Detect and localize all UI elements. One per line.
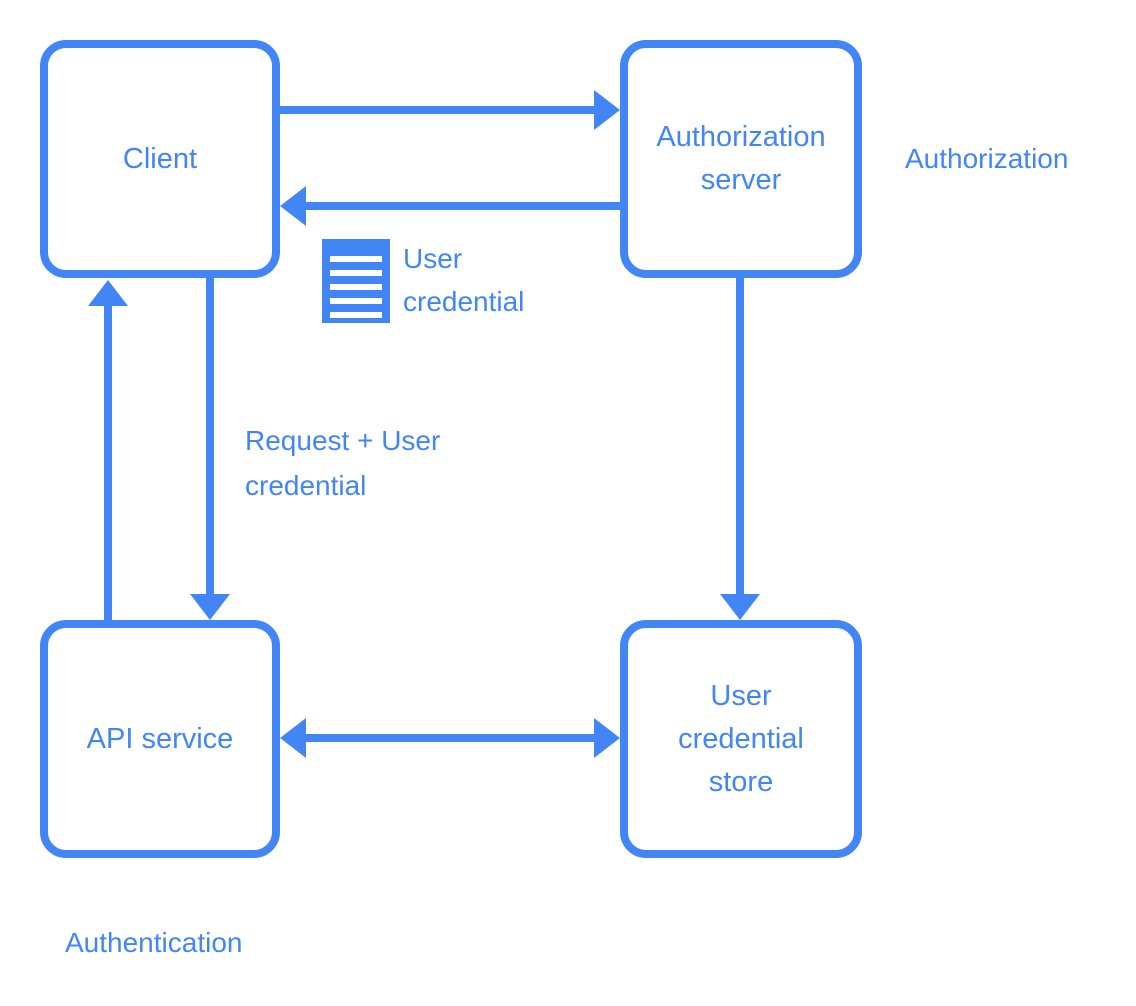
arrow-shaft: [736, 278, 744, 596]
client-node-label: Client: [122, 142, 198, 175]
document-icon-line: [330, 284, 382, 290]
arrow-shaft: [280, 106, 598, 114]
document-icon-line: [330, 270, 382, 276]
api-service-node-label: API service: [86, 722, 234, 755]
user-credential-store-node: User credential store: [620, 620, 862, 858]
arrow-shaft: [206, 278, 214, 596]
arrowhead-down-icon: [720, 594, 760, 620]
client-node: Client: [40, 40, 280, 278]
arrowhead-left-icon: [280, 186, 306, 226]
arrow-shaft: [104, 302, 112, 620]
authorization-server-node-label: Authorization server: [656, 121, 826, 196]
arrowhead-right-icon: [594, 90, 620, 130]
request-user-credential-label: Request + User credential: [245, 425, 441, 501]
user-credential-store-node-label: User credential store: [678, 679, 804, 798]
arrowhead-left-icon: [280, 718, 306, 758]
arrow-shaft: [302, 202, 620, 210]
arrowhead-down-icon: [190, 594, 230, 620]
document-icon-line: [330, 312, 382, 318]
authorization-server-node: Authorization server: [620, 40, 862, 278]
arrowhead-right-icon: [594, 718, 620, 758]
authentication-label: Authentication: [65, 927, 243, 958]
api-service-node: API service: [40, 620, 280, 858]
authorization-label: Authorization: [905, 143, 1069, 174]
document-icon: [322, 239, 390, 323]
document-icon-line: [330, 298, 382, 304]
document-icon-line: [330, 256, 382, 262]
user-credential-label: User credential: [403, 243, 525, 317]
arrow-shaft: [302, 734, 598, 742]
arrowhead-up-icon: [88, 280, 128, 306]
